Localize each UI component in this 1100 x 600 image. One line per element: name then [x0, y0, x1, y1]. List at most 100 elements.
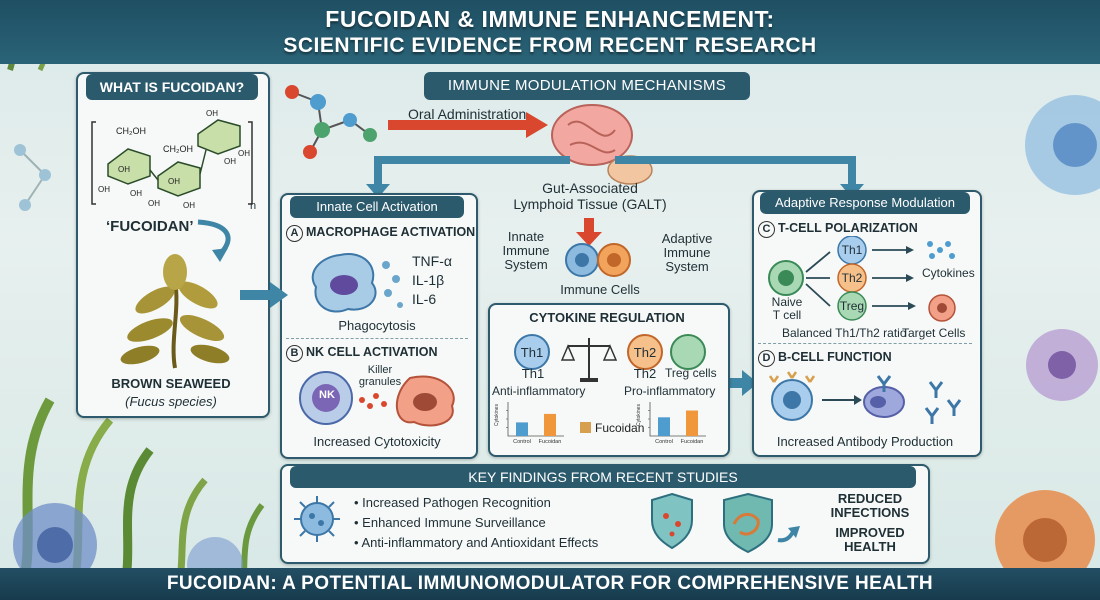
tcell-polarization-diagram	[768, 236, 956, 322]
antibody-production-label: Increased Antibody Production	[776, 434, 954, 449]
naive-tcell-line: Naive	[771, 295, 803, 309]
cytokine-mini-charts: Control Fucoidan Control Fucoidan Cytokine…	[494, 402, 706, 445]
anti-inflammatory-label: Anti-inflammatory	[492, 384, 586, 398]
chem-label: CH₂OH	[163, 144, 193, 154]
virus-icon	[294, 496, 340, 542]
nk-title-text: NK CELL ACTIVATION	[306, 345, 438, 359]
balanced-ratio-label: Balanced Th1/Th2 ratio	[782, 326, 907, 340]
footer-text: FUCOIDAN: A POTENTIAL IMMUNOMODULATOR FO…	[166, 573, 934, 594]
adaptive-system-line: Adaptive	[661, 231, 713, 246]
outcome-line: INFECTIONS	[830, 505, 910, 520]
outcome-line: IMPROVED	[835, 525, 905, 540]
mechanisms-heading: IMMUNE MODULATION MECHANISMS	[424, 72, 750, 100]
killer-granules-line: Killer	[367, 364, 393, 376]
chem-label: OH	[168, 177, 180, 186]
adaptive-system-label: Adaptive Immune System	[642, 232, 732, 274]
title-banner: FUCOIDAN & IMMUNE ENHANCEMENT: SCIENTIFI…	[0, 0, 1100, 64]
chem-label: CH₂OH	[116, 126, 146, 136]
galt-label-line2: Lymphoid Tissue (GALT)	[513, 196, 667, 212]
th2-circle-label: Th2	[633, 345, 657, 360]
marker-b: B	[286, 345, 303, 362]
marker-c: C	[758, 221, 775, 238]
cytotoxicity-label: Increased Cytotoxicity	[313, 434, 441, 449]
legend-swatch	[580, 422, 591, 433]
arrow-right-icon	[728, 370, 758, 396]
innate-system-label: Innate Immune System	[486, 230, 566, 272]
footer-banner: FUCOIDAN: A POTENTIAL IMMUNOMODULATOR FO…	[0, 568, 1100, 600]
seaweed-source-species: (Fucus species)	[125, 394, 217, 409]
chart-bar	[544, 413, 556, 436]
adaptive-system-line: System	[665, 259, 709, 274]
cytokine-il6: IL-6	[412, 291, 437, 307]
fucoidan-chemical-structure: CH₂OH CH₂OH OH OH OH OH OH OH OH OH OH	[91, 109, 253, 210]
chart-left-ylabel: Cytokines	[494, 404, 500, 426]
brown-seaweed-icon	[120, 254, 230, 369]
cytokine-tnf: TNF-α	[412, 253, 452, 269]
innate-system-line: Immune	[502, 243, 550, 258]
chem-label: OH	[148, 199, 160, 208]
chart-category-label: Fucoidan	[681, 439, 704, 445]
galt-flow-diagram	[285, 85, 864, 198]
legend-label: Fucoidan	[595, 421, 644, 435]
innate-heading: Innate Cell Activation	[290, 196, 464, 218]
outcome-improved-health: IMPROVED HEALTH	[818, 526, 922, 554]
arrow-right-icon	[240, 282, 288, 308]
cytokine-heading: CYTOKINE REGULATION	[529, 310, 685, 325]
oral-administration-label: Oral Administration	[408, 106, 527, 122]
finding-item: • Increased Pathogen Recognition	[354, 495, 551, 510]
naive-tcell-label: Naive T cell	[764, 296, 810, 322]
nk-cell-killing-icon	[299, 371, 455, 427]
chart-right-ylabel: Cytokines	[636, 404, 642, 426]
seaweed-source-title: BROWN SEAWEED	[111, 376, 231, 391]
tcell-cytokines: Cytokines	[922, 266, 975, 280]
chem-label: OH	[130, 189, 142, 198]
outcome-line: HEALTH	[844, 539, 896, 554]
what-is-fucoidan-heading: WHAT IS FUCOIDAN?	[86, 74, 258, 100]
finding-text: Increased Pathogen Recognition	[362, 495, 551, 510]
finding-item: • Anti-inflammatory and Antioxidant Effe…	[354, 535, 599, 550]
down-arrow-icon	[576, 218, 602, 246]
immune-cells-label: Immune Cells	[560, 282, 640, 297]
adaptive-heading: Adaptive Response Modulation	[760, 192, 970, 214]
killer-granules-label: Killer granules	[350, 364, 410, 388]
adaptive-system-line: Immune	[663, 245, 711, 260]
macrophage-icon	[311, 253, 403, 313]
repeat-unit-n: n	[250, 200, 257, 212]
key-findings-heading: KEY FINDINGS FROM RECENT STUDIES	[290, 466, 916, 488]
macrophage-title-text: MACROPHAGE ACTIVATION	[306, 225, 476, 239]
chart-category-label: Control	[513, 439, 531, 445]
chem-label: OH	[224, 157, 236, 166]
chart-bar	[516, 422, 528, 436]
finding-text: Anti-inflammatory and Antioxidant Effect…	[361, 535, 599, 550]
chart-category-label: Control	[655, 439, 673, 445]
immune-shield-icon	[651, 492, 800, 554]
chart-bar	[686, 410, 698, 436]
target-cells-label: Target Cells	[902, 326, 966, 340]
tcell-th2: Th2	[841, 271, 863, 285]
divider	[286, 338, 468, 339]
marker-a: A	[286, 225, 303, 242]
marker-d: D	[758, 350, 775, 367]
bcell-title-text: B-CELL FUNCTION	[778, 350, 892, 364]
th1-label: Th1	[521, 366, 545, 381]
fucoidan-name: ‘FUCOIDAN’	[106, 218, 194, 235]
killer-granules-line: granules	[358, 376, 402, 388]
th1-circle-label: Th1	[520, 345, 544, 360]
innate-system-line: Innate	[507, 229, 545, 244]
chart-bar	[658, 417, 670, 436]
divider	[758, 343, 972, 344]
chart-category-label: Fucoidan	[539, 439, 562, 445]
cytokine-il1: IL-1β	[412, 272, 445, 288]
chem-label: OH	[183, 201, 195, 210]
pro-inflammatory-label: Pro-inflammatory	[624, 384, 716, 398]
outcome-reduced-infections: REDUCED INFECTIONS	[818, 492, 922, 520]
chem-label: OH	[98, 185, 110, 194]
th2-label: Th2	[633, 366, 657, 381]
tcell-th1: Th1	[841, 243, 863, 257]
title-line-2: SCIENTIFIC EVIDENCE FROM RECENT RESEARCH	[283, 34, 817, 57]
outcome-line: REDUCED	[837, 491, 903, 506]
